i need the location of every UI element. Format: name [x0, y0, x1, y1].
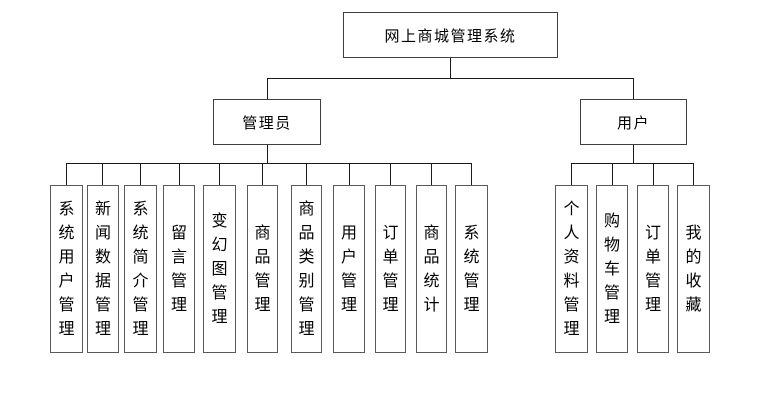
connector-admin-leaf-drop-1: [66, 163, 67, 185]
node-root-online-mall-management-system: 网上商城管理系统: [343, 12, 558, 58]
node-label: 新闻数据管理: [94, 199, 111, 338]
node-admin: 管理员: [213, 99, 321, 145]
node-message-management: 留言管理: [163, 185, 195, 353]
node-product-category-management: 商品类别管理: [291, 185, 322, 353]
connector-admin-leaf-drop-11: [471, 163, 472, 185]
node-label: 用户管理: [340, 223, 357, 314]
node-label: 订单管理: [382, 223, 399, 314]
node-label: 管理员: [242, 113, 292, 132]
node-order-management-user: 订单管理: [637, 185, 669, 353]
node-user: 用户: [580, 99, 687, 145]
node-product-statistics: 商品统计: [416, 185, 447, 353]
node-my-favorites: 我的收藏: [677, 185, 710, 353]
node-personal-profile-management: 个人资料管理: [555, 185, 588, 353]
connector-admin-stub: [267, 145, 268, 164]
connector-root-stub: [450, 58, 451, 79]
connector-user-leaf-drop-4: [693, 163, 694, 185]
connector-admin-leaf-drop-4: [179, 163, 180, 185]
node-order-management: 订单管理: [375, 185, 406, 353]
connector-admin-leaf-drop-2: [102, 163, 103, 185]
connector-user-leaf-drop-2: [612, 163, 613, 185]
node-label: 变幻图管理: [211, 211, 228, 326]
node-shopping-cart-management: 购物车管理: [596, 185, 628, 353]
connector-admin-leaf-drop-10: [431, 163, 432, 185]
node-label: 留言管理: [170, 223, 187, 314]
connector-user-hbar: [571, 163, 694, 164]
node-system-management: 系统管理: [455, 185, 488, 353]
node-news-data-management: 新闻数据管理: [87, 185, 119, 353]
node-label: 用户: [616, 113, 650, 132]
node-carousel-image-management: 变幻图管理: [203, 185, 236, 353]
connector-user-stub: [633, 145, 634, 164]
node-label: 系统管理: [463, 223, 480, 314]
node-label: 商品统计: [423, 223, 440, 314]
node-label: 商品类别管理: [298, 199, 315, 338]
connector-admin-hbar: [66, 163, 472, 164]
connector-admin-leaf-drop-6: [262, 163, 263, 185]
connector-user-leaf-drop-3: [653, 163, 654, 185]
node-label: 个人资料管理: [563, 199, 580, 338]
node-label: 商品管理: [254, 223, 271, 314]
connector-user-leaf-drop-1: [571, 163, 572, 185]
node-label: 网上商城管理系统: [384, 26, 517, 45]
connector-admin-leaf-drop-3: [140, 163, 141, 185]
connector-admin-leaf-drop-5: [219, 163, 220, 185]
connector-admin-leaf-drop-9: [390, 163, 391, 185]
node-system-user-management: 系统用户管理: [50, 185, 83, 353]
connector-admin-drop: [267, 78, 268, 99]
node-label: 订单管理: [644, 223, 661, 314]
node-label: 我的收藏: [685, 223, 702, 314]
connector-admin-leaf-drop-7: [306, 163, 307, 185]
node-user-management: 用户管理: [333, 185, 365, 353]
node-product-management: 商品管理: [247, 185, 278, 353]
connector-level2-hbar: [267, 78, 634, 79]
node-label: 购物车管理: [603, 211, 620, 326]
connector-user-drop: [633, 78, 634, 99]
node-label: 系统用户管理: [58, 199, 75, 338]
node-label: 系统简介管理: [132, 199, 149, 338]
node-system-intro-management: 系统简介管理: [124, 185, 157, 353]
connector-admin-leaf-drop-8: [349, 163, 350, 185]
